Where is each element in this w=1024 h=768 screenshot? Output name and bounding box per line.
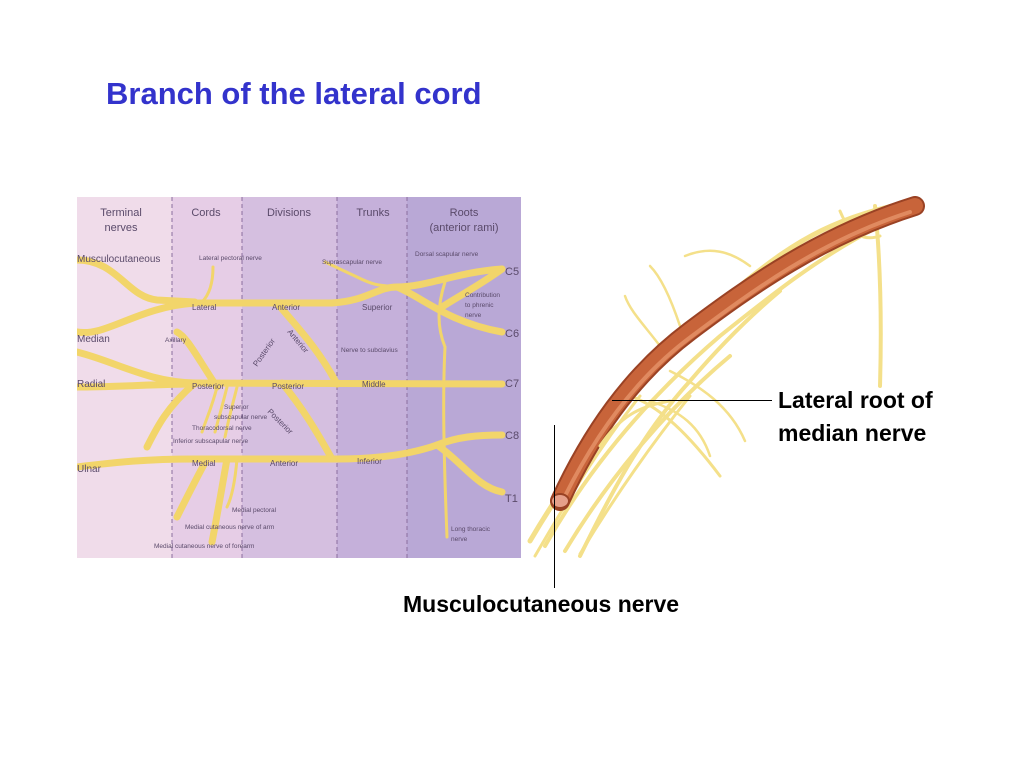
branch-medial-cutaneous-forearm: Medial cutaneous nerve of forearm	[154, 543, 254, 550]
cord-medial: Medial	[192, 459, 216, 468]
branch-superior-subscapular-1: Superior	[224, 404, 249, 411]
terminal-median: Median	[77, 334, 110, 345]
branch-medial-cutaneous-arm: Medial cutaneous nerve of arm	[185, 524, 274, 531]
trunk-inferior: Inferior	[357, 457, 382, 466]
root-c8: C8	[505, 430, 519, 442]
division-posterior-middle: Posterior	[272, 382, 304, 391]
branch-dorsal-scapular: Dorsal scapular nerve	[415, 251, 479, 258]
root-c6: C6	[505, 328, 519, 340]
nerve-bundle	[527, 198, 918, 558]
col-header-terminal-2: nerves	[104, 222, 138, 234]
branch-phrenic-1: Contribution	[465, 292, 500, 299]
cord-posterior: Posterior	[192, 382, 224, 391]
terminal-radial: Radial	[77, 379, 105, 390]
nerve-paths	[77, 256, 506, 546]
callout-line-musculocutaneous	[554, 425, 555, 588]
trunk-superior: Superior	[362, 303, 393, 312]
branch-inferior-subscapular: Inferior subscapular nerve	[173, 438, 249, 445]
artery-opening	[550, 493, 570, 509]
cord-lateral: Lateral	[192, 303, 217, 312]
root-t1: T1	[505, 493, 518, 505]
terminal-ulnar: Ulnar	[77, 464, 102, 475]
branch-phrenic-3: nerve	[465, 312, 482, 319]
division-anterior-medial: Anterior	[270, 459, 298, 468]
col-bg-divisions	[242, 197, 337, 558]
branch-superior-subscapular-2: subscapular nerve	[214, 414, 267, 421]
branch-suprascapular: Suprascapular nerve	[322, 259, 382, 266]
callout-line-lateral-root	[612, 400, 772, 401]
label-lateral-root-line-2: median nerve	[778, 420, 927, 446]
brachial-plexus-diagram: Terminal nerves Cords Divisions Trunks R…	[77, 197, 521, 558]
branch-medial-pectoral: Medial pectoral	[232, 507, 277, 514]
col-header-cords: Cords	[191, 207, 221, 219]
root-c7: C7	[505, 378, 519, 390]
division-anterior-lateral: Anterior	[272, 303, 300, 312]
col-bg-trunks	[337, 197, 407, 558]
col-header-roots-2: (anterior rami)	[429, 222, 498, 234]
col-header-divisions: Divisions	[267, 207, 312, 219]
branch-long-thoracic-1: Long thoracic	[451, 526, 491, 533]
branch-lateral-pectoral: Lateral pectoral nerve	[199, 255, 262, 262]
branch-long-thoracic-2: nerve	[451, 536, 468, 543]
col-header-terminal-1: Terminal	[100, 207, 142, 219]
label-musculocutaneous-nerve: Musculocutaneous nerve	[403, 591, 680, 617]
anatomy-illustration	[527, 196, 925, 558]
trunk-middle: Middle	[362, 380, 386, 389]
root-c5: C5	[505, 266, 519, 278]
branch-subclavius: Nerve to subclavius	[341, 347, 398, 354]
branch-axillary: Axillary	[165, 337, 187, 344]
label-lateral-root-line-1: Lateral root of	[778, 387, 933, 413]
slide-title: Branch of the lateral cord	[106, 76, 482, 111]
col-header-roots-1: Roots	[450, 207, 479, 219]
terminal-musculocutaneous: Musculocutaneous	[77, 254, 160, 265]
label-lateral-root: Lateral root of median nerve	[778, 384, 933, 450]
artery	[550, 196, 925, 511]
branch-phrenic-2: to phrenic	[465, 302, 494, 309]
col-header-trunks: Trunks	[356, 207, 390, 219]
col-bg-roots	[407, 197, 521, 558]
branch-thoracodorsal: Thoracodorsal nerve	[192, 425, 252, 432]
